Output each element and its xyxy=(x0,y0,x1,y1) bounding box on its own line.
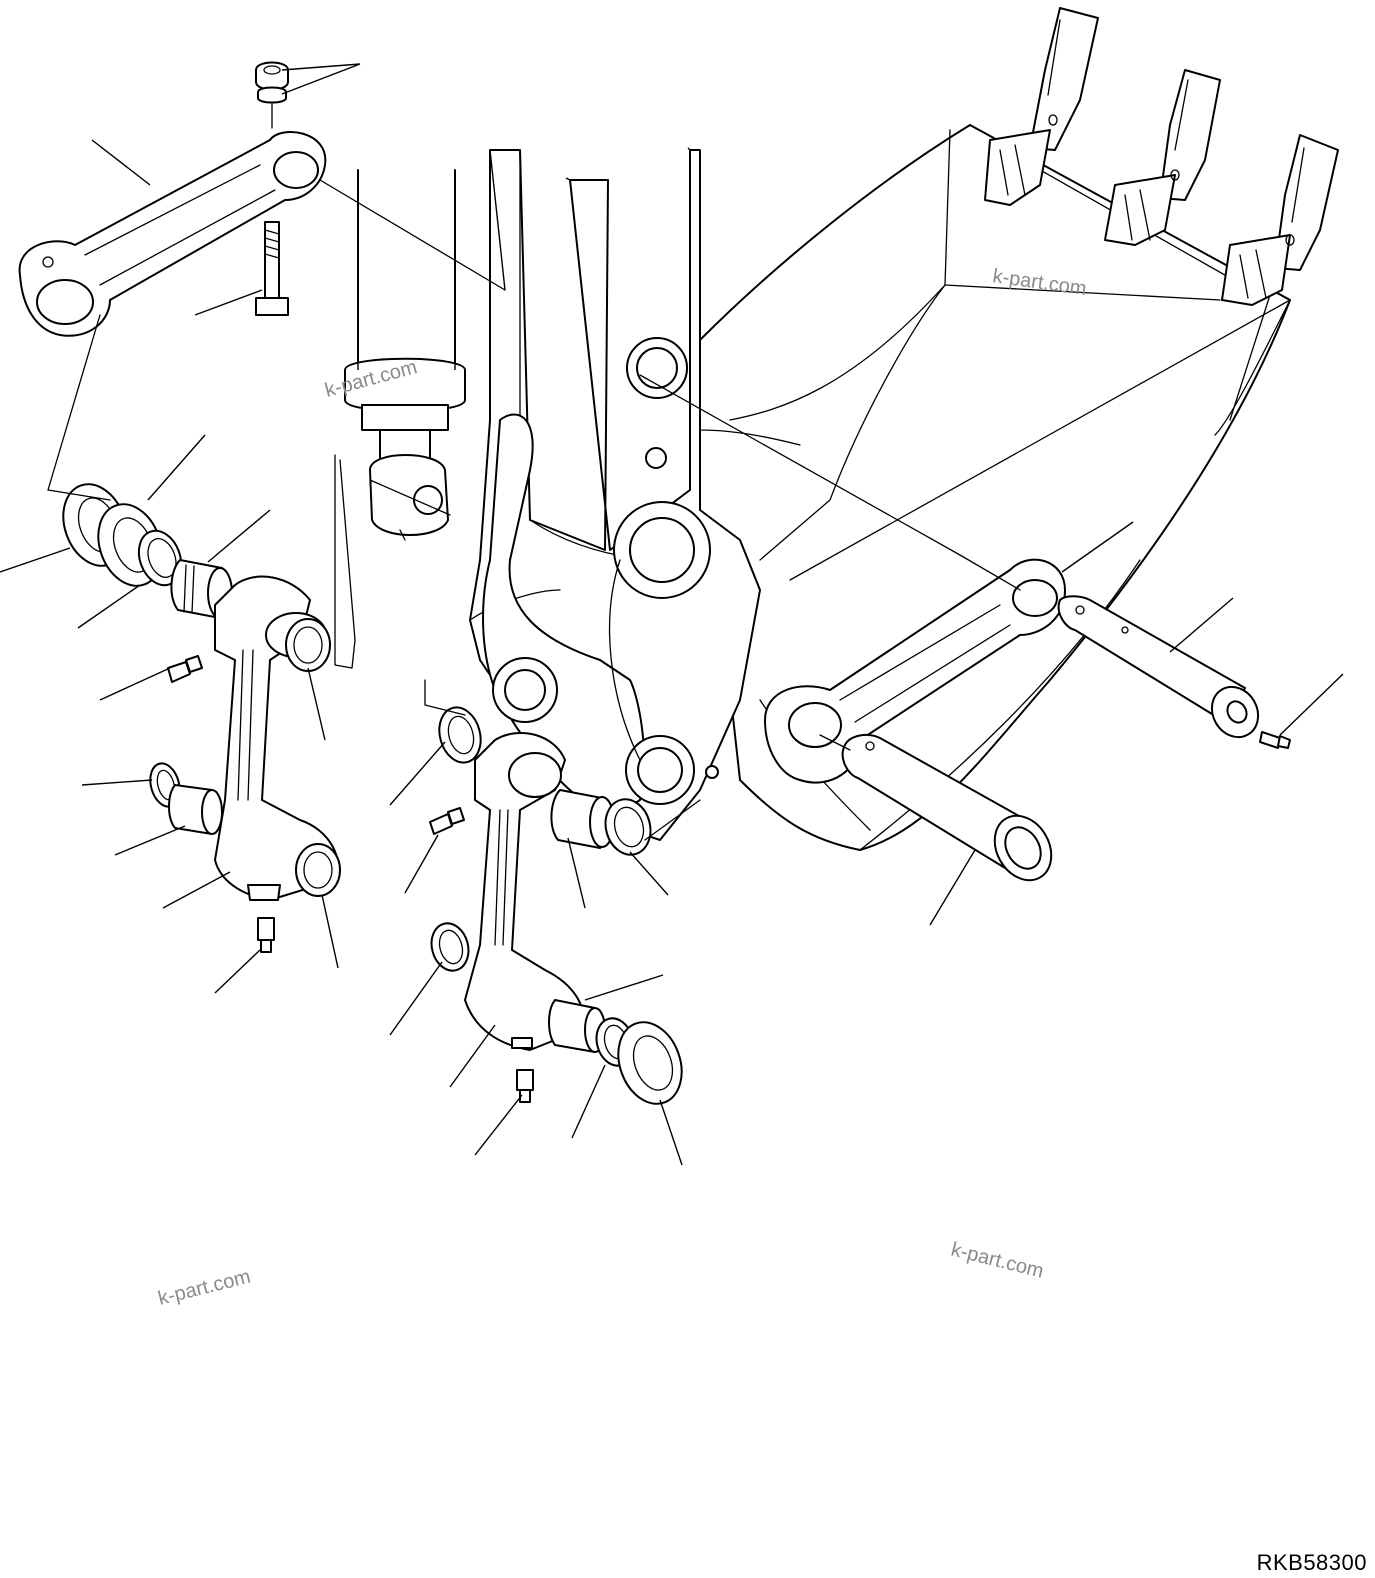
bucket-pin-lower xyxy=(841,733,1053,882)
side-link-center xyxy=(464,731,585,1051)
bolt-head xyxy=(255,297,289,316)
arm xyxy=(469,149,761,841)
bucket-cylinder xyxy=(344,169,466,541)
nut-washer-bolt xyxy=(255,61,289,316)
watermark-bottom-left: k-part.com xyxy=(156,1266,253,1310)
grease-fitting-right xyxy=(1259,731,1291,749)
bucket-link xyxy=(764,558,1066,784)
bucket xyxy=(699,124,1291,851)
center-exploded-parts xyxy=(429,706,683,1105)
grease-fitting-left-1 xyxy=(167,661,191,683)
grease-fitting-left-2 xyxy=(257,917,275,941)
grease-fitting-center-1 xyxy=(429,813,453,835)
side-link-left xyxy=(214,575,341,901)
top-link xyxy=(18,131,327,337)
top-link-body xyxy=(18,131,327,337)
bucket-pin-upper xyxy=(1057,595,1260,739)
grease-fitting-center-2 xyxy=(516,1069,534,1091)
callout-leaders xyxy=(0,63,1344,1166)
bucket-teeth xyxy=(984,7,1339,306)
drawing-code: RKB58300 xyxy=(1256,1550,1367,1575)
left-small-parts xyxy=(149,655,275,953)
left-shims xyxy=(62,483,183,587)
tooth-1 xyxy=(984,7,1099,206)
washer xyxy=(257,86,287,104)
tooth-2 xyxy=(1104,69,1221,246)
watermark-bottom-right: k-part.com xyxy=(949,1239,1046,1283)
tooth-3 xyxy=(1221,134,1339,306)
assembly-lines xyxy=(47,179,1021,841)
